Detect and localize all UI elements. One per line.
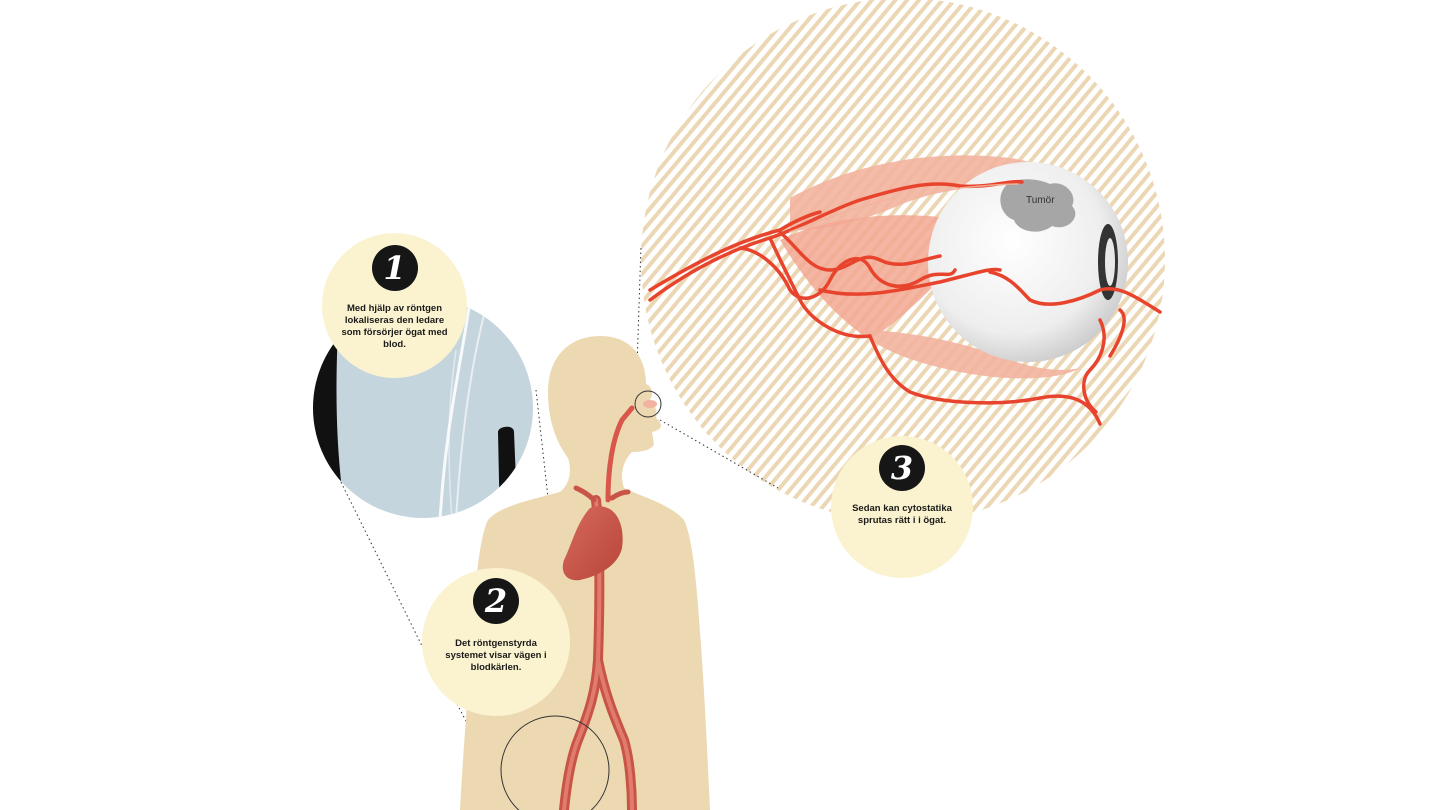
groin-circle <box>500 715 610 810</box>
step-3-bubble: 3 Sedan kan cytostatika sprutas rätt i i… <box>831 436 973 578</box>
step-2-bubble: 2 Det röntgenstyrda systemet visar vägen… <box>422 568 570 716</box>
step-number-badge-icon: 1 <box>371 245 418 291</box>
eye-marker <box>634 390 662 418</box>
step-3-text: Sedan kan cytostatika sprutas rätt i i ö… <box>852 503 952 526</box>
step-2-text: Det röntgenstyrda systemet visar vägen i… <box>445 638 547 673</box>
step-number-badge-icon: 2 <box>473 578 519 624</box>
step-1-text: Med hjälp av röntgen lokaliseras den led… <box>341 303 448 350</box>
heart <box>562 506 623 581</box>
step-1-bubble: 1 Med hjälp av röntgen lokaliseras den l… <box>322 233 467 378</box>
tumor-shape <box>1000 179 1076 232</box>
tumor-label: Tumör <box>1026 195 1055 206</box>
eye-illustration <box>648 155 1162 426</box>
step-number-badge-icon: 3 <box>879 445 925 491</box>
